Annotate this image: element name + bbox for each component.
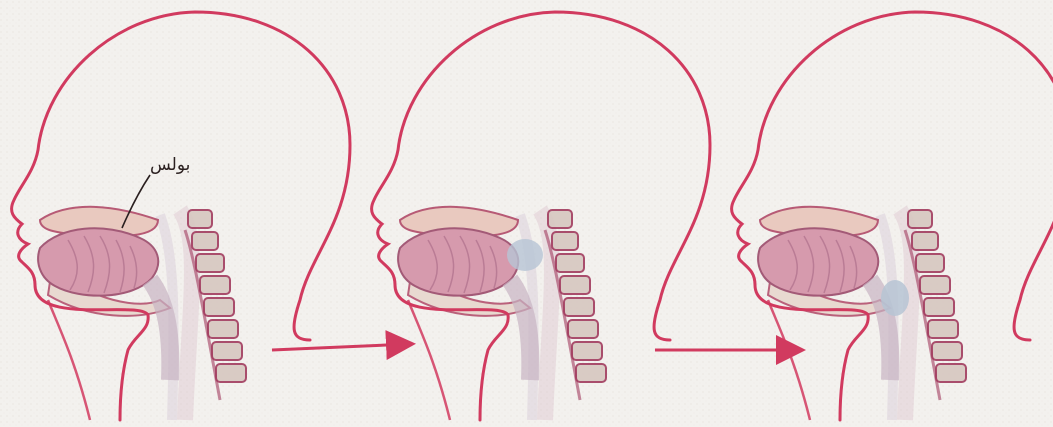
bolus bbox=[881, 280, 909, 316]
bolus bbox=[507, 239, 543, 271]
bolus-label: بولس bbox=[150, 155, 190, 175]
